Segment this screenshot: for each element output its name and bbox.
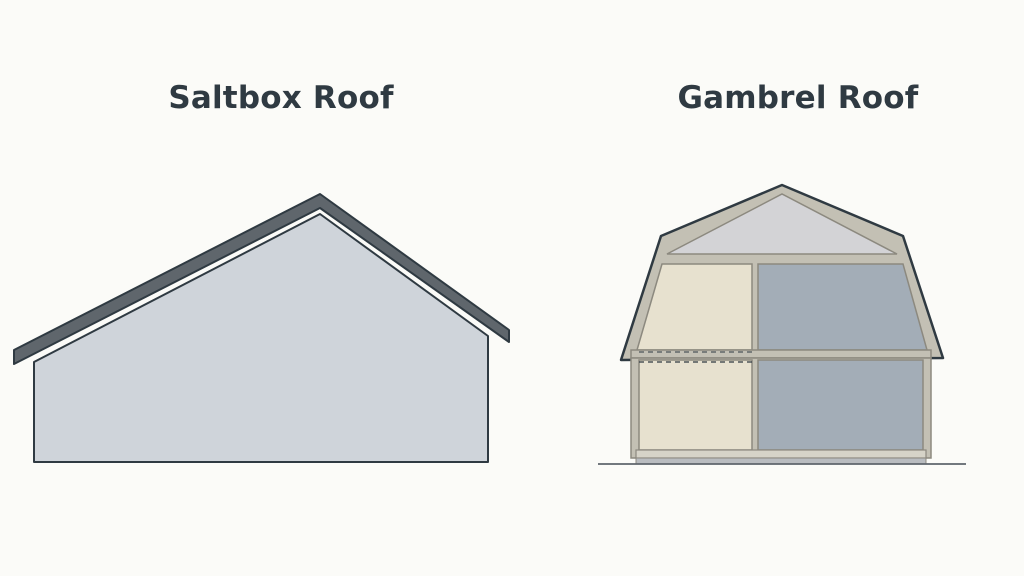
gambrel-attic xyxy=(666,193,898,255)
saltbox-roof-title: Saltbox Roof xyxy=(168,80,394,116)
saltbox-roof-overhang xyxy=(13,193,510,365)
gambrel-lower-right-room xyxy=(757,359,924,451)
gambrel-floor-beam xyxy=(630,349,932,359)
saltbox-house-illustration xyxy=(13,193,510,463)
gambrel-house-illustration xyxy=(598,183,966,465)
gambrel-roof-title: Gambrel Roof xyxy=(677,80,919,116)
gambrel-sill-plate xyxy=(635,449,927,459)
saltbox-wall-gable xyxy=(33,213,489,463)
gambrel-lower-left-room xyxy=(638,359,753,451)
gambrel-upper-right-room xyxy=(757,263,928,351)
